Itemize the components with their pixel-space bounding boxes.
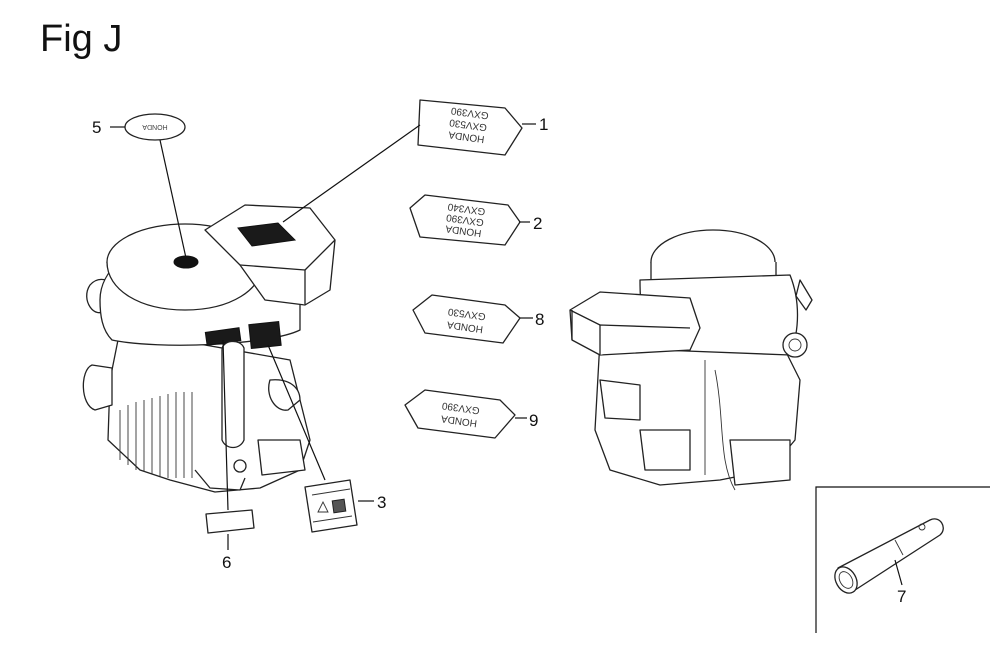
decal-1-line-3: GXV390 [450, 104, 489, 120]
decal-8: HONDA GXV530 [412, 294, 521, 344]
callout-6: 6 [222, 553, 231, 572]
callout-3: 3 [377, 493, 386, 512]
callout-1: 1 [539, 115, 548, 134]
decal-2: HONDA GXV390 GXV340 [409, 194, 521, 246]
callout-9: 9 [529, 411, 538, 430]
decal-9-line-2: GXV390 [441, 399, 480, 415]
front-dark-label-large [248, 320, 282, 350]
left-engine [82, 204, 336, 493]
warning-book-icon [331, 498, 347, 514]
decal-9: HONDA GXV390 [404, 389, 516, 439]
label-6 [205, 509, 255, 534]
callout-7: 7 [897, 587, 906, 606]
spark-plug-wrench [834, 518, 944, 594]
right-engine [569, 229, 813, 491]
decal-2-line-2: GXV390 [445, 211, 484, 227]
decal-5-oval: HONDA [124, 113, 186, 141]
air-cleaner-dark-label [237, 222, 297, 247]
decal-1: HONDA GXV530 GXV390 [417, 99, 523, 156]
warning-triangle-icon [317, 500, 329, 513]
decal-5-text: HONDA [142, 123, 168, 130]
callout-5: 5 [92, 118, 101, 137]
cooling-fins [119, 392, 193, 478]
callout-8: 8 [535, 310, 544, 329]
inset-frame-7 [815, 486, 990, 633]
decal-1-line-2: GXV530 [448, 116, 487, 132]
figure-title: Fig J [40, 18, 123, 60]
decal-8-line-1: HONDA [446, 318, 484, 334]
decal-2-line-3: GXV340 [447, 200, 486, 216]
warning-label-3 [304, 479, 358, 533]
decal-9-line-1: HONDA [440, 412, 478, 428]
decal-2-line-1: HONDA [445, 222, 483, 238]
callout-2: 2 [533, 214, 542, 233]
decal-1-line-1: HONDA [448, 128, 486, 144]
decal-8-line-2: GXV530 [447, 305, 486, 321]
